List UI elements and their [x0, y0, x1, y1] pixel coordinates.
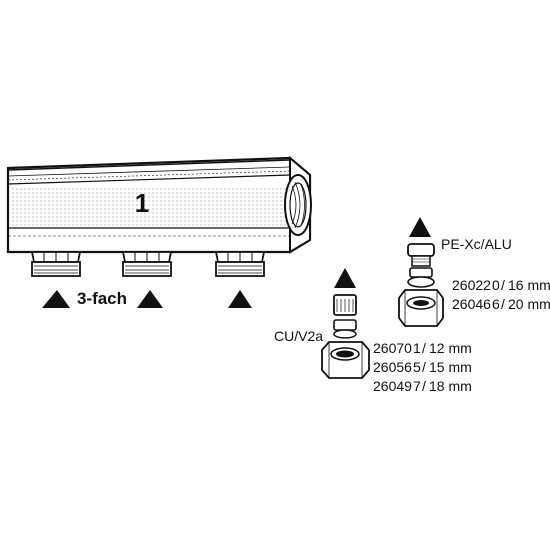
up-arrow-icon: [42, 290, 70, 308]
pe-article-row: 26022 0 / 16 mm: [452, 277, 550, 293]
article-digit: 5: [413, 359, 421, 375]
article-digit: 6: [492, 296, 500, 312]
article-size: 18 mm: [429, 378, 472, 394]
cu-article-row: 26049 7 / 18 mm: [373, 378, 472, 394]
article-separator: /: [422, 359, 426, 375]
pe-fitting: [398, 217, 444, 327]
article-code: 26049: [373, 378, 412, 394]
article-code: 26056: [373, 359, 412, 375]
up-arrow-icon: [334, 268, 356, 288]
up-arrow-icon: [137, 290, 163, 308]
article-code: 26046: [452, 296, 491, 312]
manifold-outlet: [121, 251, 173, 277]
article-digit: 1: [413, 340, 421, 356]
manifold-outlet: [214, 251, 266, 277]
article-code: 26022: [452, 277, 491, 293]
article-separator: /: [501, 277, 505, 293]
pe-article-row: 26046 6 / 20 mm: [452, 296, 550, 312]
manifold-body: 1: [6, 155, 312, 254]
article-digit: 7: [413, 378, 421, 394]
manifold-outlet: [30, 251, 82, 277]
cu-fitting: [321, 268, 370, 379]
article-digit: 0: [492, 277, 500, 293]
outlets-label: 3-fach: [77, 289, 127, 308]
up-arrow-icon: [409, 217, 431, 237]
article-separator: /: [422, 378, 426, 394]
article-size: 16 mm: [508, 277, 550, 293]
cu-article-row: 26070 1 / 12 mm: [373, 340, 472, 356]
up-arrow-icon: [228, 290, 252, 308]
article-size: 15 mm: [429, 359, 472, 375]
article-size: 20 mm: [508, 296, 550, 312]
article-code: 26070: [373, 340, 412, 356]
article-separator: /: [501, 296, 505, 312]
article-separator: /: [422, 340, 426, 356]
manifold-number: 1: [135, 188, 149, 218]
article-size: 12 mm: [429, 340, 472, 356]
pe-group-label: PE-Xc/ALU: [441, 236, 512, 252]
cu-article-row: 26056 5 / 15 mm: [373, 359, 472, 375]
cu-group-label: CU/V2a: [274, 328, 323, 344]
